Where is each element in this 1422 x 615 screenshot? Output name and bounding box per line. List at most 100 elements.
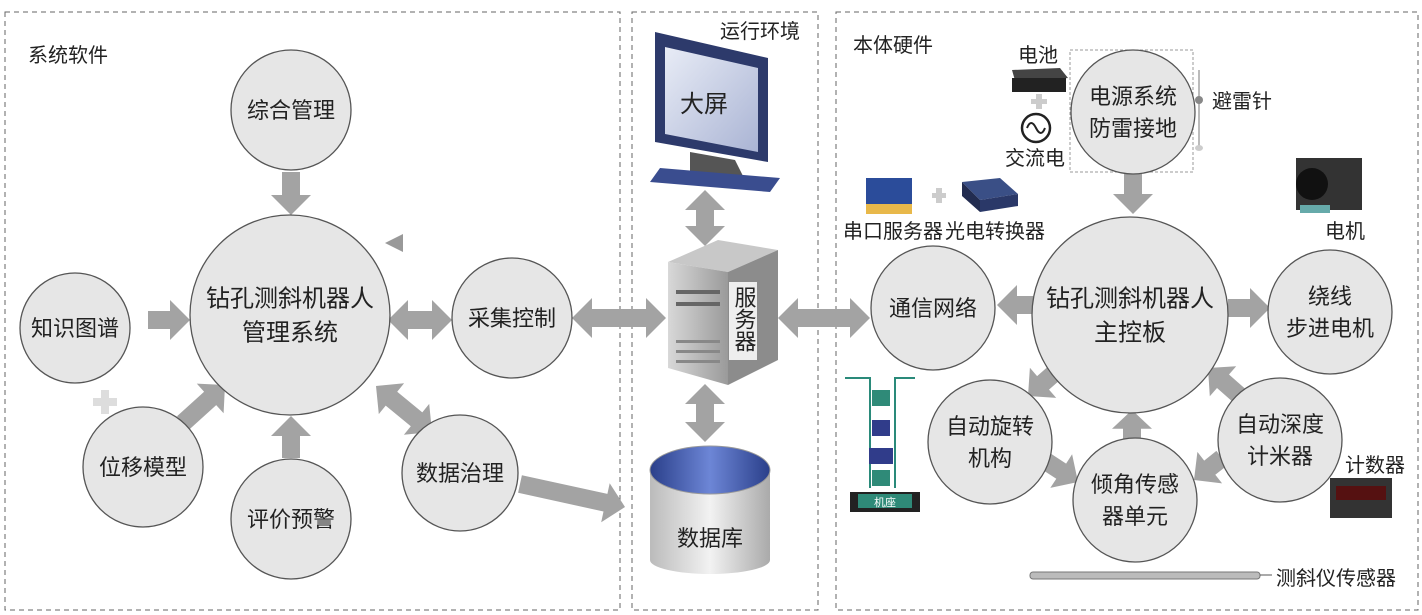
nodes-layer: 综合管理钻孔测斜机器人管理系统知识图谱采集控制位移模型评价预警数据治理电源系统防… [19,49,1393,580]
node-acquisition-control-circle [451,257,573,379]
database-icon: 数据库 [649,445,771,574]
node-integrated-management-label: 综合管理 [247,99,335,124]
arrow-displacement-to-system [177,383,225,430]
base-label: 机座 [874,495,896,509]
screen-label: 大屏 [680,90,728,118]
node-data-governance-label: 数据治理 [416,462,504,487]
node-rotation-mechanism-label: 自动旋转 [946,415,1034,440]
arrow-system-acquisition [388,300,452,340]
node-knowledge-graph-circle [19,272,131,384]
counter-display-icon [1330,478,1392,518]
arrow-board-to-stepper [1228,288,1270,328]
environment-panel-title: 运行环境 [720,19,800,43]
node-depth-meter-circle [1217,377,1343,503]
node-communication-network-label: 通信网络 [889,297,977,322]
node-data-governance: 数据治理 [401,414,519,532]
node-power-lightning-label: 防雷接地 [1089,117,1177,142]
server-icon: 服务器 [668,240,778,385]
software-panel-title: 系统软件 [28,43,108,67]
arrow-power-to-board [1113,172,1153,214]
lightning-rod-icon [1195,70,1203,151]
node-evaluation-warning-circle [230,458,352,580]
arrow-governance-to-database [518,475,625,523]
node-tilt-sensor-unit-label: 器单元 [1102,505,1168,530]
node-acquisition-control-label: 采集控制 [468,307,556,332]
node-communication-network-circle [870,245,996,371]
battery-label: 电池 [1018,43,1058,67]
motor-icon [1296,158,1362,213]
fiber-converter-label: 光电转换器 [945,219,1045,243]
node-stepper-motor-label: 步进电机 [1286,317,1374,342]
node-integrated-management-circle [230,49,352,171]
lightning-rod-label: 避雷针 [1212,89,1272,113]
battery-icon [1012,68,1068,92]
arrow-acquisition-server [572,298,666,338]
node-depth-meter-label: 计米器 [1247,445,1313,470]
node-management-system-circle [189,214,391,416]
arrow-sensor-to-board [1112,410,1152,440]
node-management-system-label: 管理系统 [242,319,338,347]
serial-server-icon [866,178,912,214]
hardware-panel-title: 本体硬件 [853,33,933,57]
node-data-governance-circle [401,414,519,532]
node-integrated-management: 综合管理 [230,49,352,171]
node-communication-network: 通信网络 [870,245,996,371]
node-stepper-motor-label: 绕线 [1308,285,1352,310]
node-displacement-model: 位移模型 [82,406,204,528]
plus-icon [93,390,117,414]
node-depth-meter-label: 自动深度 [1236,413,1324,438]
small-triangle-mark [385,234,403,252]
arrows-layer [148,172,1270,523]
arrow-board-to-network [997,285,1033,325]
node-knowledge-graph-label: 知识图谱 [31,317,119,342]
node-main-control-board-label: 钻孔测斜机器人 [1046,285,1214,313]
node-tilt-sensor-unit-circle [1072,437,1198,563]
arrow-server-network [778,298,870,338]
plus-icon [932,188,946,203]
node-evaluation-warning-label: 评价预警 [247,508,335,533]
big-screen-monitor-icon: 大屏 [650,32,780,192]
server-label: 服务器 [731,286,757,352]
arrow-evaluation-to-system [271,416,311,458]
motor-label: 电机 [1325,219,1365,243]
counter-label: 计数器 [1345,453,1405,477]
node-evaluation-warning: 评价预警 [230,458,352,580]
node-stepper-motor-circle [1267,249,1393,375]
rotation-mechanism-picture: 机座 [845,377,920,512]
database-label: 数据库 [677,527,743,552]
node-displacement-model-label: 位移模型 [99,456,187,481]
fiber-converter-icon [962,178,1018,212]
node-power-lightning-circle [1070,49,1196,175]
node-rotation-mechanism-label: 机构 [968,447,1012,472]
node-rotation-mechanism-circle [927,379,1053,505]
serial-server-label: 串口服务器 [843,219,943,243]
arrow-server-database [685,384,725,442]
node-management-system-label: 钻孔测斜机器人 [206,285,374,313]
node-tilt-sensor-unit-label: 倾角传感 [1091,473,1179,498]
node-knowledge-graph: 知识图谱 [19,272,131,384]
node-power-lightning-label: 电源系统 [1089,85,1177,110]
ac-power-label: 交流电 [1005,146,1065,170]
inclinometer-sensor-icon [1029,571,1272,580]
arrow-meter-to-sensor [1194,450,1228,484]
node-main-control-board-circle [1031,216,1229,414]
arrow-screen-server [685,190,725,246]
arrow-system-governance [376,383,432,435]
node-main-control-board-label: 主控板 [1094,319,1166,347]
node-displacement-model-circle [82,406,204,528]
inclinometer-label: 测斜仪传感器 [1276,566,1396,590]
plus-icon [1031,94,1047,109]
arrow-knowledge-to-system [148,300,190,340]
ac-power-icon [1020,112,1052,144]
node-acquisition-control: 采集控制 [451,257,573,379]
arrow-integrated-to-system [271,172,311,215]
